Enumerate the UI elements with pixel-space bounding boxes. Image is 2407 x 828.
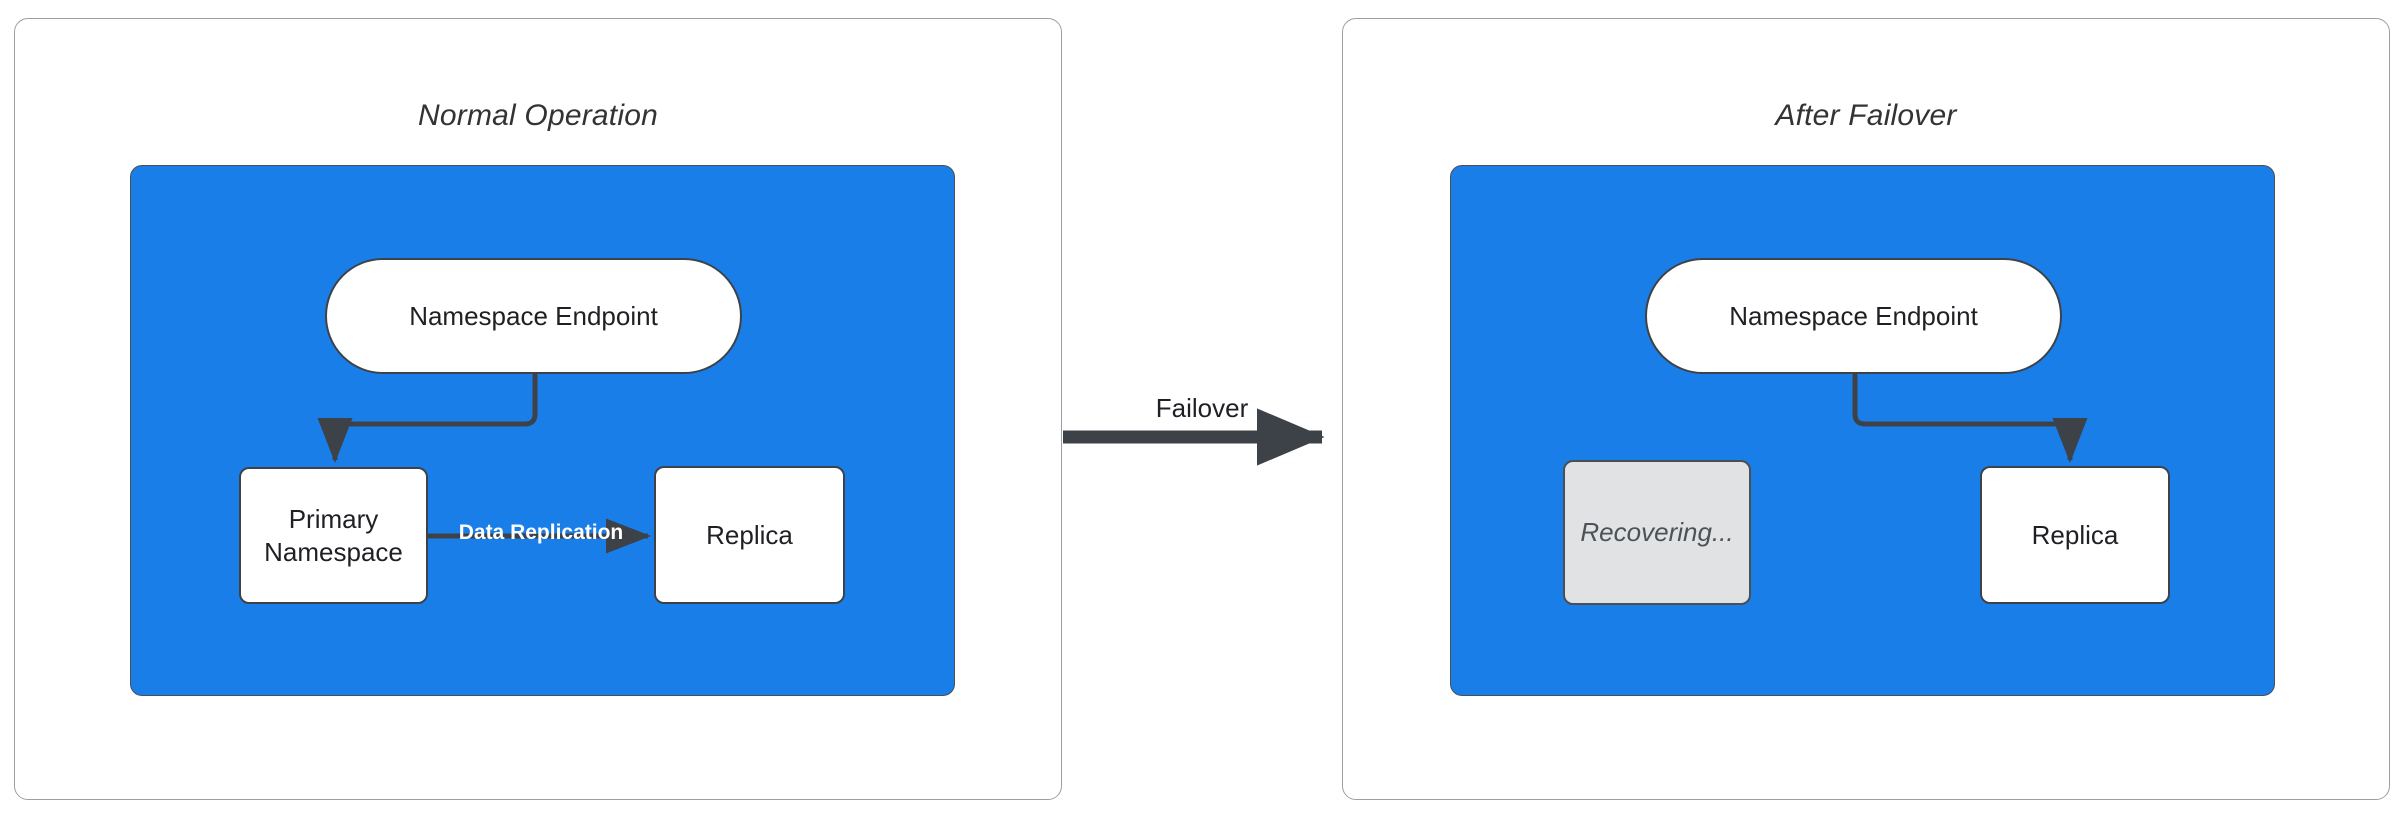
- node-label: Namespace Endpoint: [409, 300, 658, 331]
- panel-title-normal-operation: Normal Operation: [418, 99, 658, 132]
- node-label-line1: Primary: [288, 504, 379, 535]
- transition-label-failover: Failover: [1155, 393, 1249, 423]
- cluster-after-failover: [1450, 165, 2275, 696]
- node-label: Recovering...: [1580, 517, 1734, 548]
- node-label: Namespace Endpoint: [1729, 300, 1978, 331]
- node-label: Replica: [2031, 519, 2119, 550]
- panel-title-after-failover: After Failover: [1775, 99, 1957, 132]
- node-label-line2: Namespace: [264, 536, 403, 567]
- node-namespace-endpoint-left[interactable]: Namespace Endpoint: [325, 258, 742, 374]
- node-replica-right[interactable]: Replica: [1980, 466, 2170, 604]
- cluster-normal-operation: [130, 165, 955, 696]
- edge-label-data-replication: Data Replication: [458, 521, 624, 544]
- node-replica-left[interactable]: Replica: [654, 466, 845, 604]
- node-label: Primary Namespace: [264, 503, 403, 567]
- node-primary-namespace[interactable]: Primary Namespace: [239, 467, 428, 604]
- node-label: Replica: [706, 519, 793, 550]
- node-recovering[interactable]: Recovering...: [1563, 460, 1751, 605]
- node-namespace-endpoint-right[interactable]: Namespace Endpoint: [1645, 258, 2062, 374]
